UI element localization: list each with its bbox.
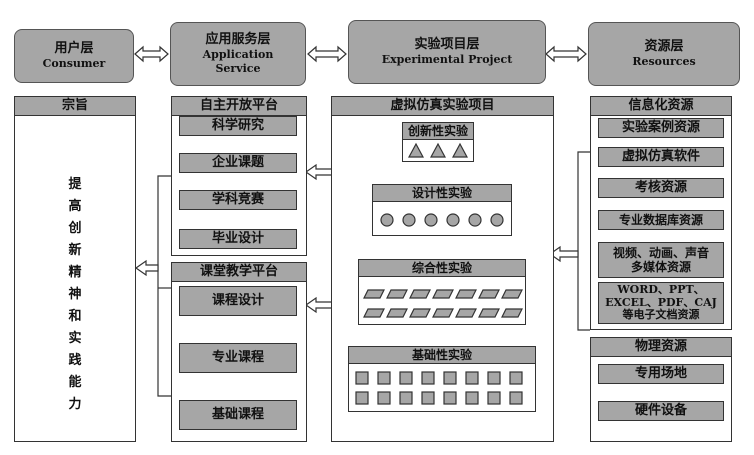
comprehensive-experiment-title: 综合性实验: [359, 260, 525, 277]
item-multimedia-resources: 视频、动画、声音 多媒体资源: [598, 242, 724, 278]
square-icons: [355, 371, 523, 405]
item-hardware-equipment: 硬件设备: [598, 401, 724, 421]
basic-experiment-box: 基础性实验: [348, 346, 536, 412]
parallelogram-icon: [478, 289, 500, 299]
layer-consumer-en: Consumer: [42, 57, 106, 71]
classroom-platform-title: 课堂教学平台: [172, 263, 306, 282]
innovative-experiment-box: 创新性实验: [402, 122, 474, 162]
circle-icon: [380, 213, 394, 227]
item-document-resources: WORD、PPT、 EXCEL、PDF、CAJ 等电子文档资源: [598, 282, 724, 324]
parallelogram-icon: [409, 308, 431, 318]
triangle-icon: [407, 142, 425, 158]
item-dedicated-site: 专用场地: [598, 364, 724, 384]
circle-icons: [380, 213, 504, 227]
layer-resources-en: Resources: [632, 55, 696, 69]
parallelogram-icon: [409, 289, 431, 299]
item-scientific-research: 科学研究: [179, 116, 297, 136]
triangle-icons: [407, 142, 469, 158]
circle-icon: [402, 213, 416, 227]
parallelogram-icons: [363, 289, 523, 318]
parallelogram-icon: [501, 308, 523, 318]
info-resources-title: 信息化资源: [591, 97, 731, 116]
item-enterprise-project: 企业课题: [179, 153, 297, 173]
parallelogram-icon: [432, 289, 454, 299]
documents-line-2: EXCEL、PDF、CAJ: [605, 295, 717, 309]
design-experiment-title: 设计性实验: [373, 185, 511, 202]
layer-resources: 资源层 Resources: [588, 22, 740, 86]
parallelogram-icon: [478, 308, 500, 318]
multimedia-line-1: 视频、动画、声音: [612, 245, 709, 260]
triangle-icon: [429, 142, 447, 158]
documents-line-3: 等电子文档资源: [622, 308, 700, 322]
layer-application-en: Application Service: [202, 48, 274, 76]
parallelogram-icon: [386, 289, 408, 299]
item-discipline-competition: 学科竞赛: [179, 190, 297, 210]
parallelogram-icon: [363, 308, 385, 318]
circle-icon: [468, 213, 482, 227]
layer-application-zh: 应用服务层: [205, 32, 271, 48]
documents-line-1: WORD、PPT、: [617, 283, 705, 297]
item-graduation-project: 毕业设计: [179, 229, 297, 249]
parallelogram-icon: [455, 289, 477, 299]
purpose-title: 宗旨: [15, 97, 135, 116]
triangle-icon: [451, 142, 469, 158]
physical-resources-panel: 物理资源: [590, 337, 732, 442]
layer-experimental-zh: 实验项目层: [414, 37, 480, 52]
item-simulation-software: 虚拟仿真软件: [598, 147, 724, 167]
layer-consumer: 用户层 Consumer: [14, 29, 134, 83]
parallelogram-icon: [432, 308, 454, 318]
layer-experimental-project: 实验项目层 Experimental Project: [348, 20, 546, 84]
circle-icon: [446, 213, 460, 227]
layer-resources-zh: 资源层: [644, 39, 684, 54]
parallelogram-icon: [363, 289, 385, 299]
physical-resources-title: 物理资源: [591, 338, 731, 357]
layer-application-service: 应用服务层 Application Service: [170, 22, 306, 86]
purpose-panel: 宗旨 提高创新精神和实践能力: [14, 96, 136, 442]
circle-icon: [424, 213, 438, 227]
multimedia-line-2: 多媒体资源: [630, 260, 691, 274]
circle-icon: [490, 213, 504, 227]
design-experiment-box: 设计性实验: [372, 184, 512, 236]
item-database-resources: 专业数据库资源: [598, 210, 724, 230]
comprehensive-experiment-box: 综合性实验: [358, 259, 526, 325]
parallelogram-icon: [386, 308, 408, 318]
innovative-experiment-title: 创新性实验: [403, 123, 473, 140]
item-course-design: 课程设计: [179, 286, 297, 316]
layer-consumer-zh: 用户层: [54, 41, 94, 56]
item-case-resources: 实验案例资源: [598, 118, 724, 138]
parallelogram-icon: [455, 308, 477, 318]
item-basic-courses: 基础课程: [179, 400, 297, 430]
basic-experiment-title: 基础性实验: [349, 347, 535, 364]
purpose-text: 提高创新精神和实践能力: [68, 177, 82, 412]
layer-experimental-en: Experimental Project: [381, 53, 513, 67]
item-assessment-resources: 考核资源: [598, 178, 724, 198]
item-professional-courses: 专业课程: [179, 343, 297, 373]
parallelogram-icon: [501, 289, 523, 299]
open-platform-title: 自主开放平台: [172, 97, 306, 116]
virtual-project-title: 虚拟仿真实验项目: [332, 97, 553, 116]
